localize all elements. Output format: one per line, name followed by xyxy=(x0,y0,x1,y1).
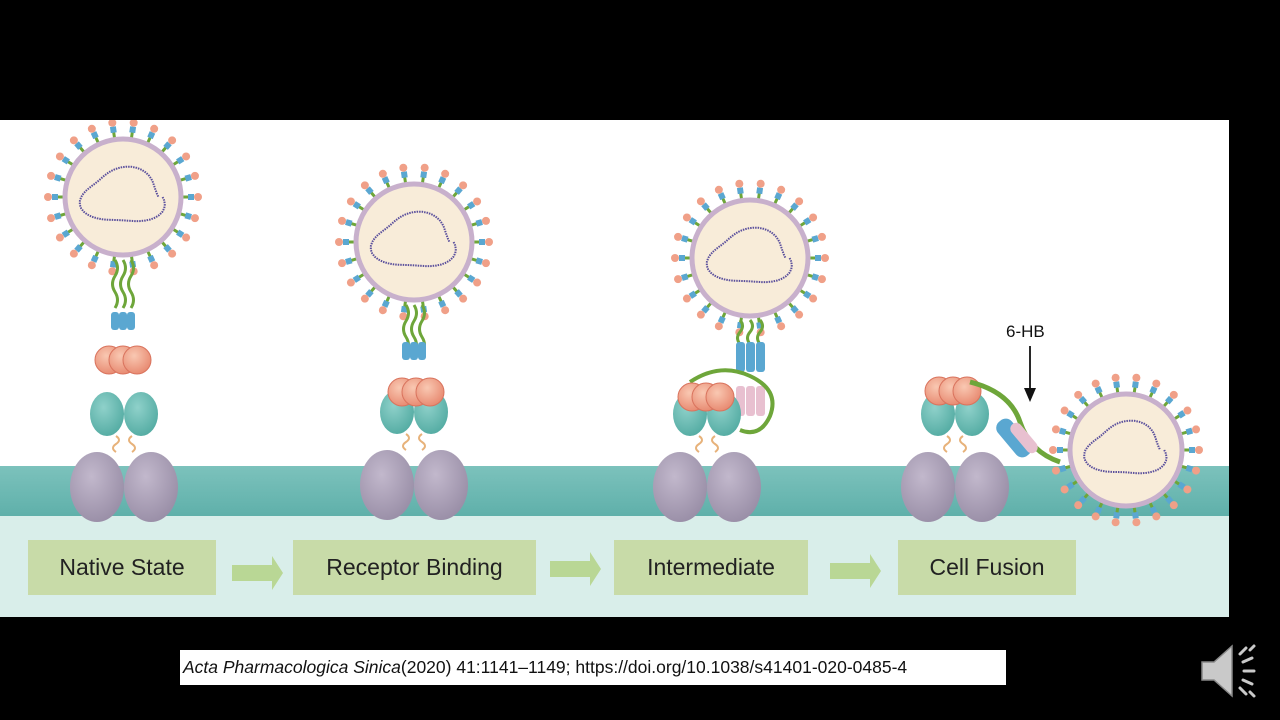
virion-fusion xyxy=(1049,373,1203,527)
virion-native xyxy=(44,120,202,276)
rbd-binding xyxy=(387,377,445,407)
spike-stalk-binding xyxy=(402,304,426,360)
receptor-fusion xyxy=(901,392,1009,522)
stages-layer xyxy=(44,120,1203,527)
membrane-band xyxy=(0,466,1229,516)
receptor-intermediate xyxy=(653,392,761,522)
virion-binding xyxy=(335,163,493,321)
rbd-native xyxy=(94,345,152,375)
six-helix-bundle-label: 6-HB xyxy=(1006,322,1045,341)
fusion-diagram: Native State Receptor Binding Intermedia… xyxy=(0,120,1229,617)
stage-label-intermediate: Intermediate xyxy=(614,540,808,595)
citation: Acta Pharmacologica Sinica (2020) 41:114… xyxy=(180,650,1006,685)
prehairpin-intermediate xyxy=(688,319,775,435)
receptor-binding xyxy=(360,390,468,520)
six-helix-bundle xyxy=(969,346,1061,465)
stage-label-native-state: Native State xyxy=(28,540,216,595)
virion-intermediate xyxy=(671,179,829,337)
citation-details: (2020) 41:1141–1149; https://doi.org/10.… xyxy=(400,657,908,677)
receptor-native xyxy=(70,392,178,522)
spike-stalk-native xyxy=(111,259,135,330)
rbd-intermediate xyxy=(677,382,735,412)
stage-label-receptor-binding: Receptor Binding xyxy=(293,540,536,595)
speaker-icon[interactable] xyxy=(1198,640,1262,702)
stage-label-cell-fusion: Cell Fusion xyxy=(898,540,1076,595)
citation-journal: Acta Pharmacologica Sinica xyxy=(183,657,401,677)
